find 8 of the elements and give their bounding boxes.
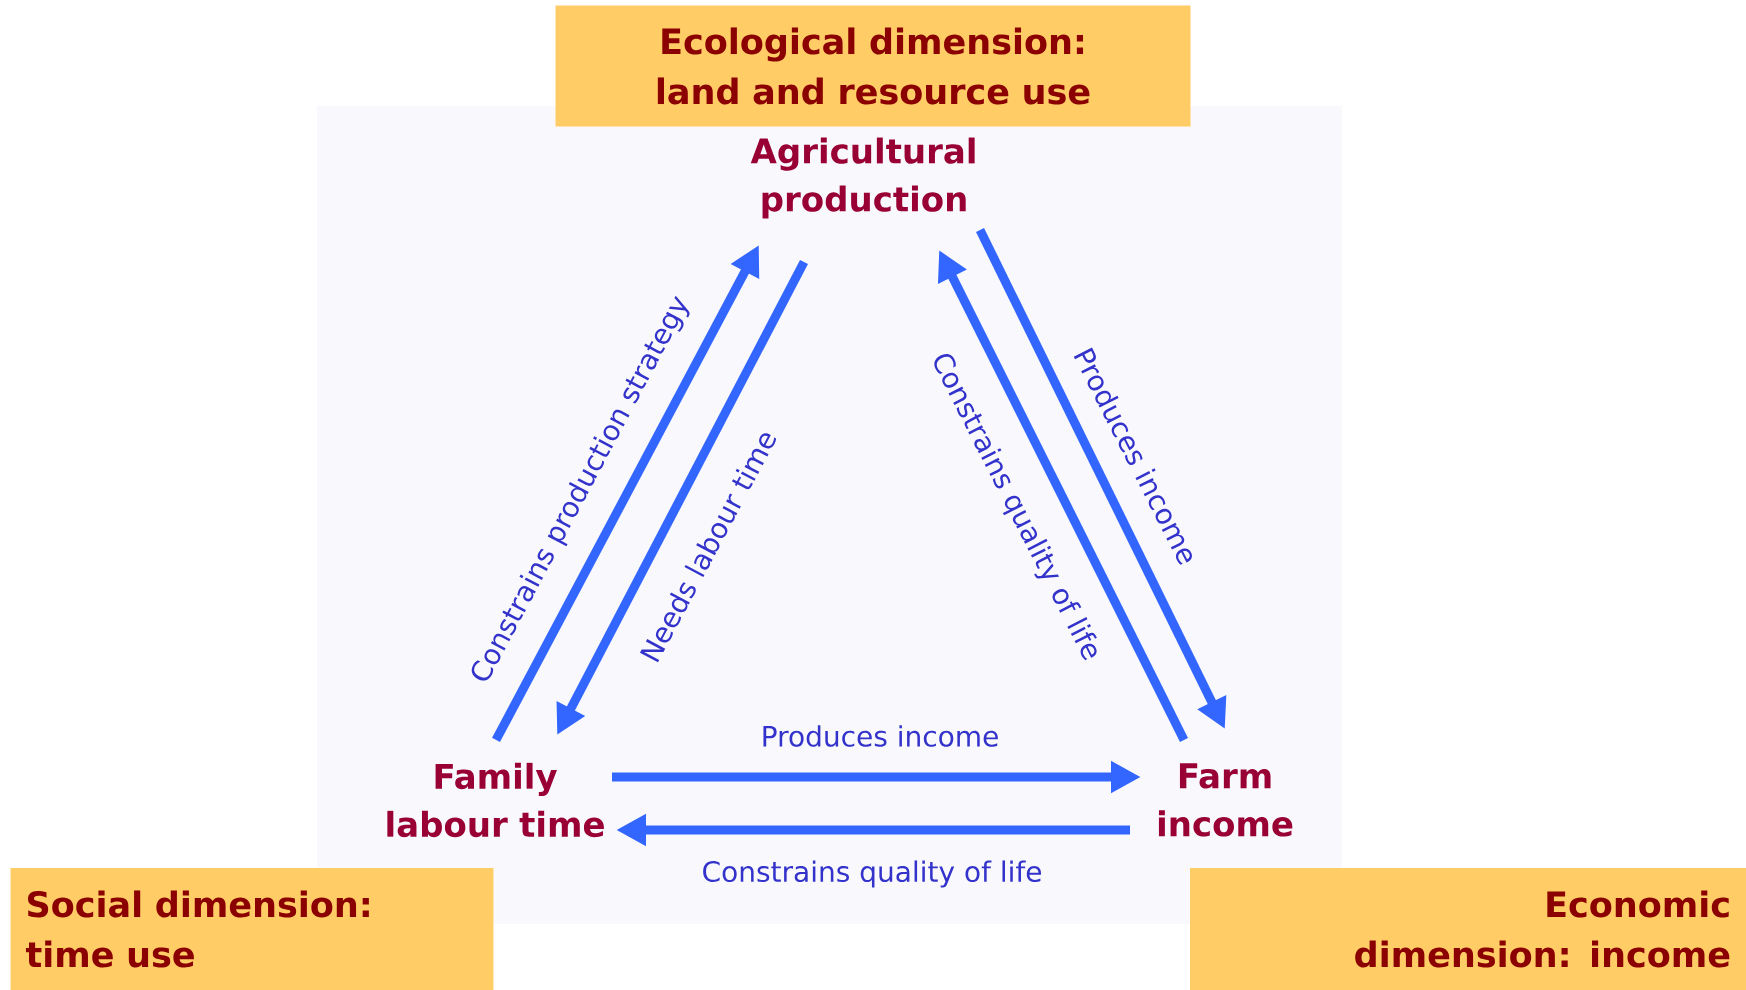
- edge-label: Produces income: [763, 725, 998, 747]
- dimension-box: Ecological dimension: land and resource use: [555, 5, 1191, 127]
- dimension-box: Social dimension: time use: [10, 868, 494, 990]
- edge-label: Constrains quality of life: [703, 860, 1041, 888]
- dimension-box: Economic dimension: income: [1190, 868, 1746, 990]
- node-label: Farm income: [1158, 763, 1293, 837]
- node-label: Family labour time: [387, 762, 604, 838]
- node-label: Agricultural production: [750, 137, 975, 219]
